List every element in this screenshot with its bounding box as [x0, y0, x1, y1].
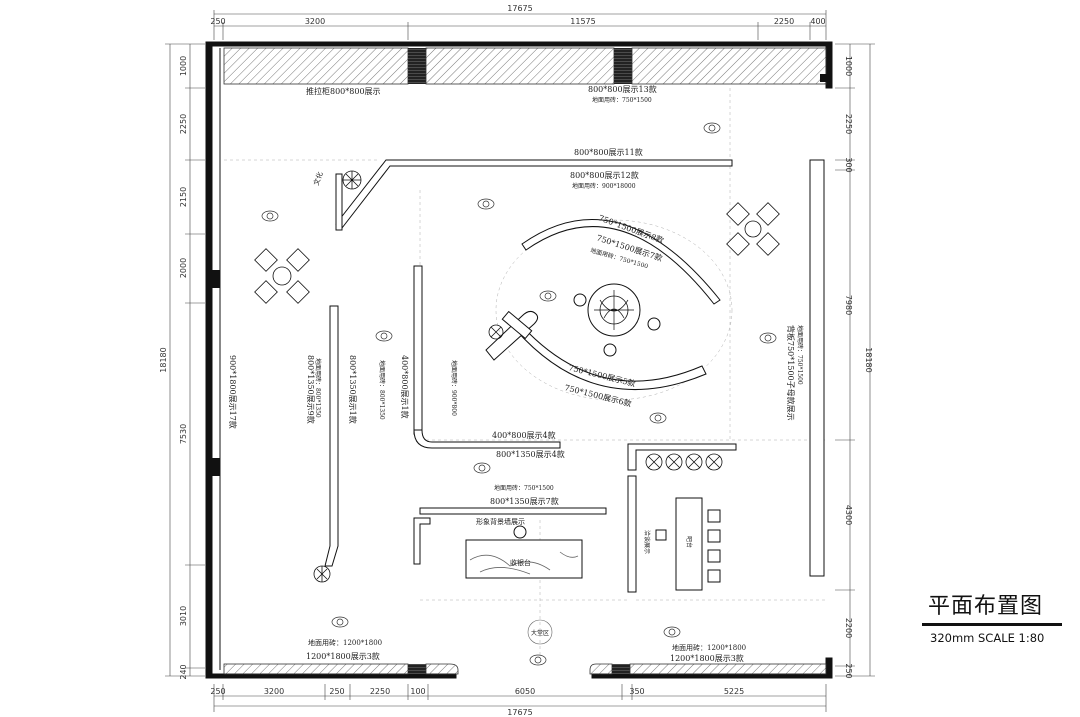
label-reception: 收银台 [510, 558, 531, 567]
label-col3-floor: 地面用砖：900*800 [450, 360, 458, 416]
label-push-cabinet: 推拉柜800*800展示 [306, 86, 381, 96]
dim-bottom-7: 5225 [724, 687, 744, 696]
label-display-1350-4: 800*1350展示4款 [496, 449, 565, 459]
label-right-floor: 地面用砖：750*1500 [796, 325, 804, 385]
label-col2-floor: 地面用砖：800*1350 [378, 360, 386, 420]
title-underline [922, 623, 1062, 626]
dim-left-0: 1000 [179, 56, 188, 76]
label-display-br: 1200*1800展示3款 [670, 653, 744, 663]
label-right-wall: 背板750*1500子母款展示 [786, 325, 796, 421]
label-image-wall: 形象背景墙展示 [476, 517, 525, 526]
dim-left-4: 7530 [179, 424, 188, 444]
dim-left-2: 2150 [179, 187, 188, 207]
dim-right-5: 2200 [844, 618, 853, 638]
dim-bottom-0: 250 [210, 687, 225, 696]
dim-bottom-total: 17675 [507, 708, 532, 717]
dim-left-5: 3010 [179, 606, 188, 626]
label-display-bl: 1200*1800展示3款 [306, 651, 380, 661]
label-display-400-4: 400*800展示4款 [492, 430, 556, 440]
label-display-1350-7: 800*1350展示7款 [490, 496, 559, 506]
plan-scale: 320mm SCALE 1:80 [930, 631, 1045, 645]
label-floor-br: 地面用砖：1200*1800 [672, 643, 746, 652]
dim-top-1: 3200 [305, 17, 325, 26]
table-set-left [254, 248, 310, 304]
dimension-left [165, 43, 205, 677]
people-figures [261, 122, 777, 666]
dim-left-1: 2250 [179, 114, 188, 134]
dim-top-3: 2250 [774, 17, 794, 26]
dim-bottom-1: 3200 [264, 687, 284, 696]
dim-left-6: 240 [179, 664, 188, 679]
dimension-right [835, 43, 875, 677]
dim-right-0: 1000 [844, 56, 853, 76]
label-display-12: 800*800展示12款 [570, 170, 639, 180]
label-floor-center: 地面用砖：750*1500 [494, 484, 554, 492]
dim-top-total: 17675 [507, 4, 532, 13]
left-pillar-2 [212, 458, 220, 476]
top-cabinet-wall [223, 47, 828, 85]
label-floor-bl: 地面用砖：1200*1800 [308, 638, 382, 647]
dimension-top [213, 10, 827, 40]
plan-title: 平面布置图 [928, 594, 1044, 619]
dimension-bottom [213, 684, 827, 712]
label-left-wall: 900*1800展示17款 [228, 355, 238, 429]
dim-bottom-3: 2250 [370, 687, 390, 696]
label-bar: 吧台 [685, 536, 693, 548]
reception-desk [465, 525, 583, 579]
label-floor-13: 地面用砖：750*1500 [592, 96, 652, 104]
dim-top-2: 11575 [570, 17, 595, 26]
dim-right-1: 2250 [844, 114, 853, 134]
label-col1-display: 800*1350展示9款 [306, 355, 316, 424]
dim-right-3: 7980 [844, 295, 853, 315]
label-display-13: 800*800展示13款 [588, 84, 657, 94]
dim-left-total: 18180 [159, 347, 168, 372]
guide-lines [224, 88, 828, 664]
dim-right-2: 300 [844, 157, 853, 172]
label-negotiation: 洽谈展示 [643, 530, 651, 554]
label-col2-display: 800*1350展示1款 [348, 355, 358, 424]
label-lobby: 大堂区 [531, 629, 549, 637]
center-tree [573, 283, 661, 357]
label-floor-12: 地面用砖：900*18000 [572, 182, 636, 190]
dim-right-6: 250 [844, 663, 853, 678]
dim-bottom-4: 100 [410, 687, 425, 696]
bottom-walls [223, 663, 827, 675]
plants [313, 170, 723, 583]
dim-top-0: 250 [210, 17, 225, 26]
dim-bottom-2: 250 [329, 687, 344, 696]
table-set-right [726, 202, 780, 256]
lobby-circle [527, 619, 553, 645]
dim-right-total: 18180 [864, 347, 873, 372]
label-col1-floor: 地面用砖：800*1350 [314, 358, 322, 418]
title-block: 平面布置图 320mm SCALE 1:80 [922, 588, 1062, 645]
bar-counter [655, 497, 721, 591]
display-walls [324, 159, 825, 593]
dim-bottom-6: 350 [629, 687, 644, 696]
dim-bottom-5: 6050 [515, 687, 535, 696]
label-display-11: 800*800展示11款 [574, 147, 643, 157]
left-pillar-1 [212, 270, 220, 288]
label-culture: 文化 [311, 170, 324, 186]
dim-top-4: 400 [810, 17, 825, 26]
outer-walls [205, 41, 833, 679]
dim-left-3: 2000 [179, 258, 188, 278]
dim-right-4: 4300 [844, 505, 853, 525]
label-col3-display: 400*800展示1款 [400, 355, 410, 419]
